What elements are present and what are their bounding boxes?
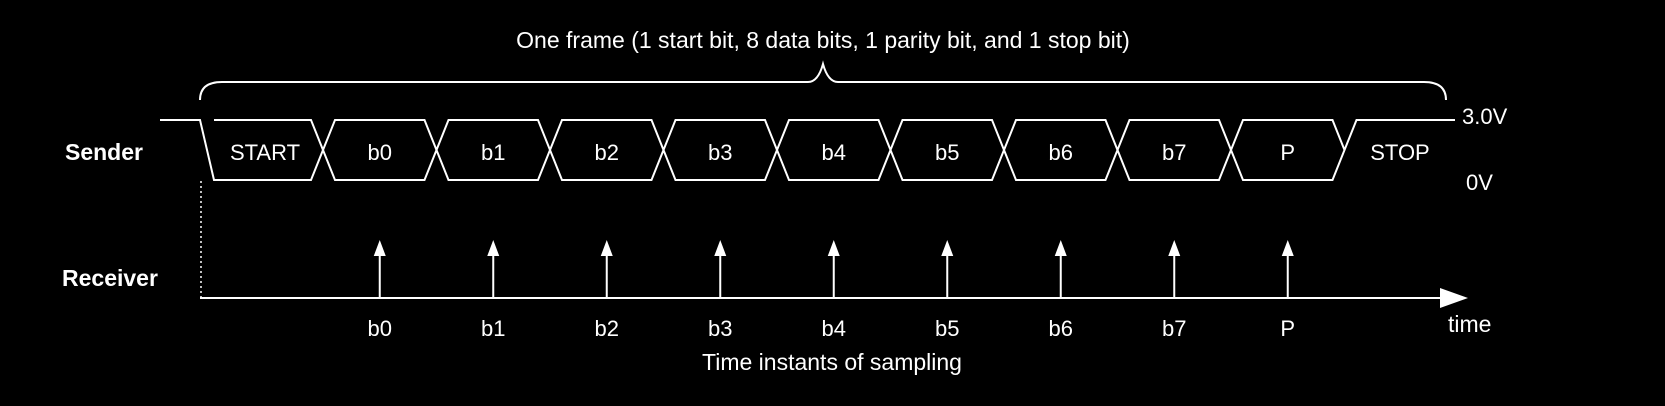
sampling-arrowhead-b5 [941, 240, 954, 256]
sender-label: Sender [65, 139, 143, 165]
sampling-arrowhead-b1 [487, 240, 500, 256]
receiver-label: Receiver [62, 265, 158, 291]
sampling-label-b5: b5 [935, 316, 959, 341]
sampling-arrowhead-b0 [373, 240, 386, 256]
bit-label-b2: b2 [595, 140, 619, 165]
start-bit-label: START [230, 140, 300, 165]
bit-label-b4: b4 [822, 140, 846, 165]
sampling-arrows [373, 240, 1294, 298]
bit-label-b7: b7 [1162, 140, 1186, 165]
sampling-arrowhead-b3 [714, 240, 727, 256]
sampling-arrowhead-b7 [1168, 240, 1181, 256]
start-bit-top-line [214, 119, 324, 151]
sampling-label-b4: b4 [822, 316, 846, 341]
bit-label-b6: b6 [1049, 140, 1073, 165]
sampling-label-b2: b2 [595, 316, 619, 341]
bit-label-b1: b1 [481, 140, 505, 165]
sampling-label-p: P [1280, 316, 1295, 341]
stop-bit-line [1343, 119, 1455, 151]
voltage-high-label: 3.0V [1462, 104, 1508, 129]
bit-label-b5: b5 [935, 140, 959, 165]
time-axis-label: time [1448, 311, 1491, 337]
frame-title: One frame (1 start bit, 8 data bits, 1 p… [516, 27, 1130, 53]
sender-waveform [160, 119, 1455, 181]
bit-label-b3: b3 [708, 140, 732, 165]
bit-label-p: P [1280, 140, 1295, 165]
sampling-label-b7: b7 [1162, 316, 1186, 341]
sampling-arrowhead-b6 [1054, 240, 1067, 256]
sampling-labels: b0 b1 b2 b3 b4 b5 b6 b7 P [368, 316, 1296, 341]
sampling-label-b6: b6 [1049, 316, 1073, 341]
sampling-label-b1: b1 [481, 316, 505, 341]
time-axis-arrowhead [1440, 288, 1468, 308]
sampling-arrowhead-p [1281, 240, 1294, 256]
sampling-caption: Time instants of sampling [702, 349, 962, 375]
frame-brace [199, 60, 1447, 101]
voltage-low-label: 0V [1466, 170, 1493, 195]
bit-label-b0: b0 [368, 140, 392, 165]
sampling-label-b3: b3 [708, 316, 732, 341]
sampling-arrowhead-b2 [600, 240, 613, 256]
sender-bit-labels: b0 b1 b2 b3 b4 b5 b6 b7 P [368, 140, 1296, 165]
stop-bit-label: STOP [1370, 140, 1430, 165]
idle-line [160, 119, 324, 181]
sampling-arrowhead-b4 [827, 240, 840, 256]
sampling-label-b0: b0 [368, 316, 392, 341]
